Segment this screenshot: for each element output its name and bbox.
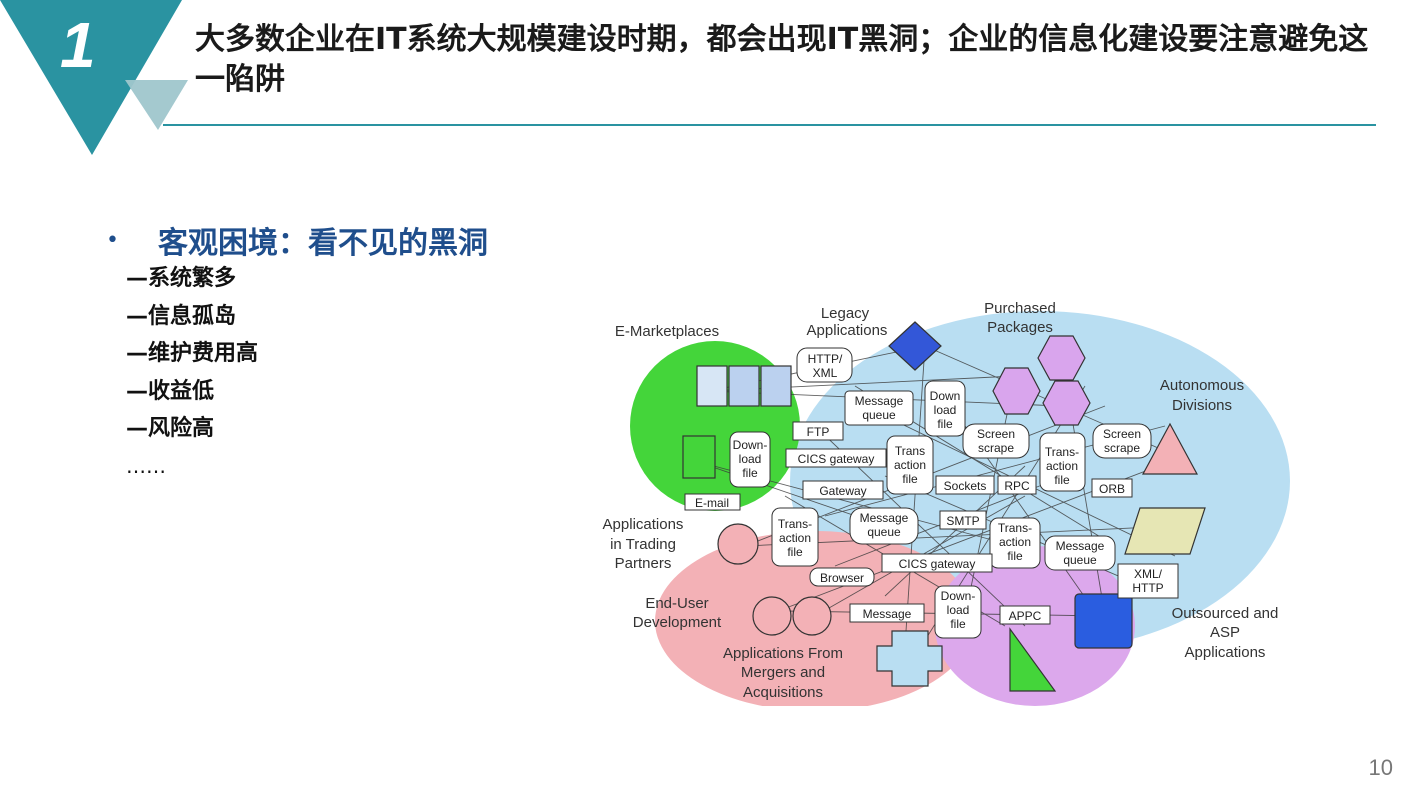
label-outsourced-1: Outsourced and xyxy=(1172,605,1279,622)
list-item: —系统繁多 xyxy=(126,266,237,291)
computer-icon xyxy=(992,367,1041,415)
connector-transaction-3: file xyxy=(902,472,918,486)
connector-orb: ORB xyxy=(1099,482,1125,496)
connector-message: Message xyxy=(863,607,912,621)
connector-rpc: RPC xyxy=(1004,479,1030,493)
computer-icons xyxy=(682,321,1206,692)
connector-message-queue-1: Message xyxy=(855,394,904,408)
label-e-marketplaces: E-Marketplaces xyxy=(615,323,719,340)
connector-transaction-d-2: action xyxy=(999,535,1031,549)
bullet-dot-icon: • xyxy=(106,227,119,253)
it-black-hole-diagram: E-Marketplaces Legacy Applications Purch… xyxy=(603,300,1290,706)
connector-message-queue-c-2: queue xyxy=(1063,553,1097,567)
label-autonomous: Autonomous xyxy=(1160,377,1244,394)
computer-icon xyxy=(1009,627,1057,692)
connector-download-a-3: file xyxy=(742,466,758,480)
connector-message-queue-c-1: Message xyxy=(1056,539,1105,553)
computer-icon xyxy=(1124,507,1206,555)
connector-http-xml-1: HTTP/ xyxy=(808,352,843,366)
label-outsourced-2: ASP xyxy=(1210,624,1240,641)
computer-icon xyxy=(888,321,942,371)
connector-transaction-1: Trans xyxy=(895,444,925,458)
label-mergers-3: Acquisitions xyxy=(743,684,823,701)
label-purchased-packages-2: Packages xyxy=(987,319,1053,336)
connector-message-queue-2: queue xyxy=(862,408,896,422)
computer-icon xyxy=(1037,335,1086,381)
connector-download-b-1: Down- xyxy=(941,589,976,603)
connector-download-b-2: load xyxy=(947,603,970,617)
computer-icon xyxy=(1042,380,1091,426)
connector-sockets: Sockets xyxy=(944,479,987,493)
connector-gateway: Gateway xyxy=(819,484,866,498)
computer-icon xyxy=(696,365,728,407)
connector-download-2: load xyxy=(934,403,957,417)
connector-xml-http-1: XML/ xyxy=(1134,567,1163,581)
label-trading-1: Applications xyxy=(603,516,684,533)
label-legacy-applications: Legacy xyxy=(821,305,870,322)
label-legacy-applications-2: Applications xyxy=(807,322,888,339)
list-item: —维护费用高 xyxy=(126,341,259,366)
connector-email: E-mail xyxy=(695,496,729,510)
label-trading-2: in Trading xyxy=(610,536,676,553)
computer-icon xyxy=(1074,593,1133,649)
computer-icon xyxy=(752,596,792,636)
list-item: —风险高 xyxy=(126,416,215,441)
bullet-sub-list: —系统繁多 —信息孤岛 —维护费用高 —收益低 —风险高 …… xyxy=(126,264,258,478)
purple-region xyxy=(935,546,1135,706)
bullet-heading-text: 客观困境：看不见的黑洞 xyxy=(158,226,488,261)
connector-screen-scrape-b-2: scrape xyxy=(1104,441,1140,455)
connector-transaction-b-3: file xyxy=(1054,473,1070,487)
label-mergers-2: Mergers and xyxy=(741,664,825,681)
connector-screen-scrape-b-1: Screen xyxy=(1103,427,1141,441)
connector-xml-http-2: HTTP xyxy=(1132,581,1163,595)
label-end-user-1: End-User xyxy=(645,595,708,612)
computer-icon xyxy=(682,435,716,479)
label-outsourced-3: Applications xyxy=(1185,644,1266,661)
slide-section-number: 1 xyxy=(60,9,96,81)
label-purchased-packages: Purchased xyxy=(984,300,1056,317)
label-trading-3: Partners xyxy=(615,555,672,572)
connector-cics-gateway-b: CICS gateway xyxy=(899,557,976,571)
connector-download-b-3: file xyxy=(950,617,966,631)
label-divisions: Divisions xyxy=(1172,397,1232,414)
connector-message-queue-b-1: Message xyxy=(860,511,909,525)
connector-smtp: SMTP xyxy=(946,514,979,528)
connector-ftp: FTP xyxy=(807,425,830,439)
list-item: —收益低 xyxy=(126,378,215,404)
connector-appc: APPC xyxy=(1009,609,1042,623)
computer-icon xyxy=(760,365,792,407)
computer-icon xyxy=(876,630,943,687)
connector-cics-gateway: CICS gateway xyxy=(798,452,875,466)
connector-transaction-b-1: Trans- xyxy=(1045,445,1079,459)
bullet-heading: • 客观困境：看不见的黑洞 xyxy=(106,218,488,262)
connector-browser: Browser xyxy=(820,571,864,585)
slide-title: 大多数企业在IT系统大规模建设时期，都会出现IT黑洞；企业的信息化建设要注意避免… xyxy=(195,22,1369,97)
label-mergers-1: Applications From xyxy=(723,645,843,662)
connector-download-1: Down xyxy=(930,389,961,403)
connector-transaction-c-3: file xyxy=(787,545,803,559)
computer-icon xyxy=(792,596,832,636)
title-divider xyxy=(163,124,1376,126)
connector-transaction-d-1: Trans- xyxy=(998,521,1032,535)
connector-download-a-1: Down- xyxy=(733,438,768,452)
connector-transaction-c-1: Trans- xyxy=(778,517,812,531)
computer-icon xyxy=(728,365,760,407)
connector-screen-scrape-1: Screen xyxy=(977,427,1015,441)
label-end-user-2: Development xyxy=(633,614,722,631)
connector-screen-scrape-2: scrape xyxy=(978,441,1014,455)
connector-transaction-b-2: action xyxy=(1046,459,1078,473)
connector-transaction-d-3: file xyxy=(1007,549,1023,563)
page-number: 10 xyxy=(1368,755,1393,780)
list-item: —信息孤岛 xyxy=(126,303,237,329)
list-ellipsis: …… xyxy=(126,453,166,478)
corner-badge xyxy=(0,0,188,155)
connector-transaction-c-2: action xyxy=(779,531,811,545)
connector-http-xml-2: XML xyxy=(813,366,838,380)
computer-icon xyxy=(1141,422,1199,475)
connector-download-a-2: load xyxy=(739,452,762,466)
connector-transaction-2: action xyxy=(894,458,926,472)
connector-download-3: file xyxy=(937,417,953,431)
computer-icon xyxy=(717,523,759,565)
connector-message-queue-b-2: queue xyxy=(867,525,901,539)
